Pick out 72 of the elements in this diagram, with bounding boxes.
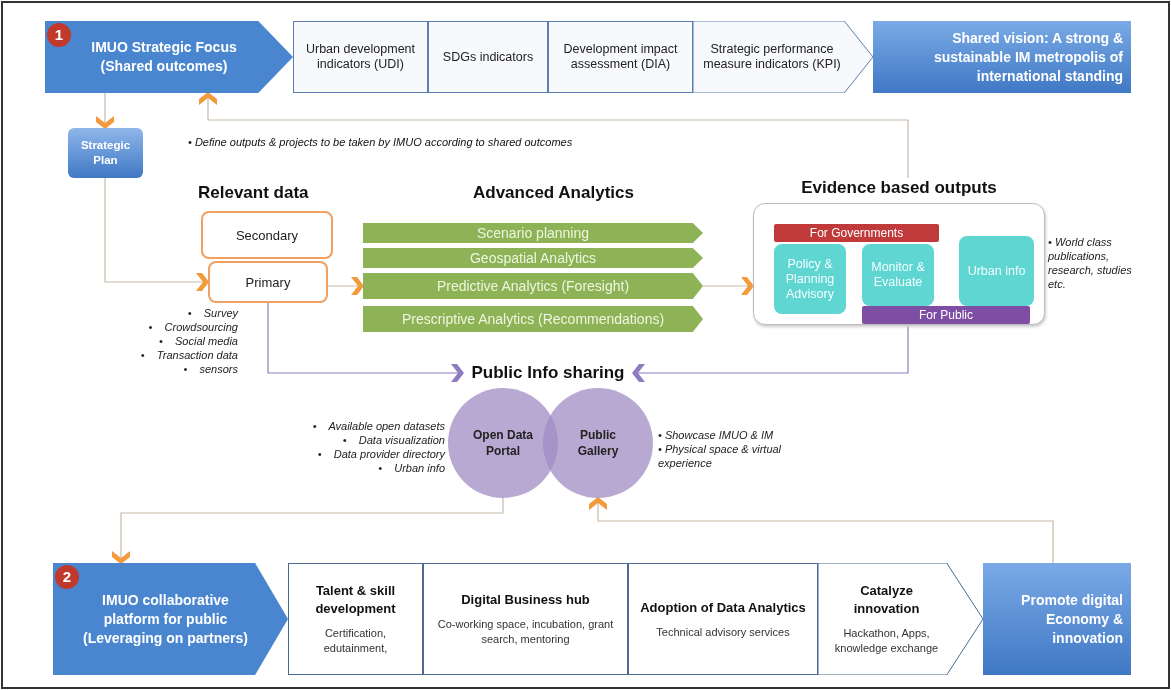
activity-title: Talent & skill development xyxy=(314,582,397,618)
bar-label: Scenario planning xyxy=(476,225,590,241)
bar-label: Geospatial Analytics xyxy=(469,250,597,266)
activity-description: Co-working space, incubation, grant search, mentoring xyxy=(436,617,615,647)
bullet-text: • sensors xyxy=(182,362,238,376)
section-heading: Relevant data xyxy=(198,183,309,203)
indicator-box xyxy=(428,21,548,93)
indicator-text: Urban development indicators (UDI) xyxy=(304,42,417,72)
output-box xyxy=(959,236,1034,306)
vision-banner xyxy=(983,563,1131,675)
bullet-text: • Survey xyxy=(186,306,238,320)
group-heading: Evidence based outputs xyxy=(800,178,998,199)
box-label: Monitor & Evaluate xyxy=(870,260,926,290)
bar-label: For Public xyxy=(919,308,973,322)
banner-title: Shared vision: A strong & sustainable IM metropolis of international standing xyxy=(932,28,1124,86)
arrow-bar xyxy=(363,306,703,332)
banner-title: Promote digital Economy & innovation xyxy=(1020,590,1124,648)
indicator-text: SDGs indicators xyxy=(441,49,535,65)
section-heading: Advanced Analytics xyxy=(473,183,634,203)
output-box xyxy=(774,244,846,314)
data-box xyxy=(208,261,328,303)
arrow-bar xyxy=(363,223,703,243)
box-label: Secondary xyxy=(235,227,299,243)
box-label: Urban info xyxy=(966,263,1027,279)
output-group xyxy=(753,178,1045,325)
activity-title: Catalyze innovation xyxy=(852,582,921,618)
bar-label: Prescriptive Analytics (Recommendations) xyxy=(401,311,665,327)
circle-label: Open Data Portal xyxy=(472,427,534,459)
vision-banner xyxy=(873,21,1131,93)
note-text: • Define outputs & projects to be taken by IMUO according to shared outcomes xyxy=(188,136,573,148)
bullet-text: • Urban info xyxy=(377,461,445,475)
bar-label: For Governments xyxy=(809,226,904,240)
bullet-text: • Transaction data xyxy=(139,348,238,362)
bullet-text: • Crowdsourcing xyxy=(147,320,238,334)
activity-title: Digital Business hub xyxy=(460,591,591,609)
bullet-text: • Data visualization xyxy=(341,433,445,447)
bullet-text: • Showcase IMUO & IM xyxy=(658,428,775,442)
arrow-bar xyxy=(363,273,703,299)
box-label: Strategic Plan xyxy=(79,138,132,168)
bullet-text: • Available open datasets xyxy=(311,419,445,433)
output-box xyxy=(862,244,934,306)
bullet-text: • Social media xyxy=(157,334,238,348)
arrow-banner xyxy=(45,21,293,93)
activity-box xyxy=(628,563,818,675)
banner-title: IMUO collaborative platform for public (Leveraging on partners) xyxy=(82,590,249,648)
indicator-box xyxy=(293,21,428,93)
process-box xyxy=(68,128,143,178)
activity-description: Technical advisory services xyxy=(655,624,791,640)
indicator-box xyxy=(548,21,693,93)
activity-title: Adoption of Data Analytics xyxy=(639,598,807,617)
activity-arrow-box xyxy=(818,563,983,675)
bullet-text: • Data provider directory xyxy=(316,447,445,461)
indicator-arrow-box xyxy=(693,21,873,93)
bullet-text: • Physical space & virtual experience xyxy=(658,442,783,470)
arrow-banner xyxy=(53,563,288,675)
section-heading: Public Info sharing xyxy=(471,363,625,383)
box-label: Policy & Planning Advisory xyxy=(784,256,836,302)
box-label: Primary xyxy=(245,274,291,290)
circle-label: Public Gallery xyxy=(576,427,620,459)
activity-description: Hackathon, Apps, knowledge exchange xyxy=(833,626,940,656)
indicator-text: Strategic performance measure indicators (KPI) xyxy=(702,42,842,72)
category-bar xyxy=(862,306,1030,324)
banner-title: IMUO Strategic Focus (Shared outcomes) xyxy=(90,38,238,76)
bar-label: Predictive Analytics (Foresight) xyxy=(436,278,630,294)
indicator-text: Development impact assessment (DIA) xyxy=(562,42,679,72)
data-box xyxy=(201,211,333,259)
activity-description: Certification, edutainment, xyxy=(322,626,389,656)
bullet-text: • World class publications, research, studies etc. xyxy=(1048,235,1133,291)
activity-box xyxy=(423,563,628,675)
category-bar xyxy=(774,224,939,242)
activity-box xyxy=(288,563,423,675)
arrow-bar xyxy=(363,248,703,268)
